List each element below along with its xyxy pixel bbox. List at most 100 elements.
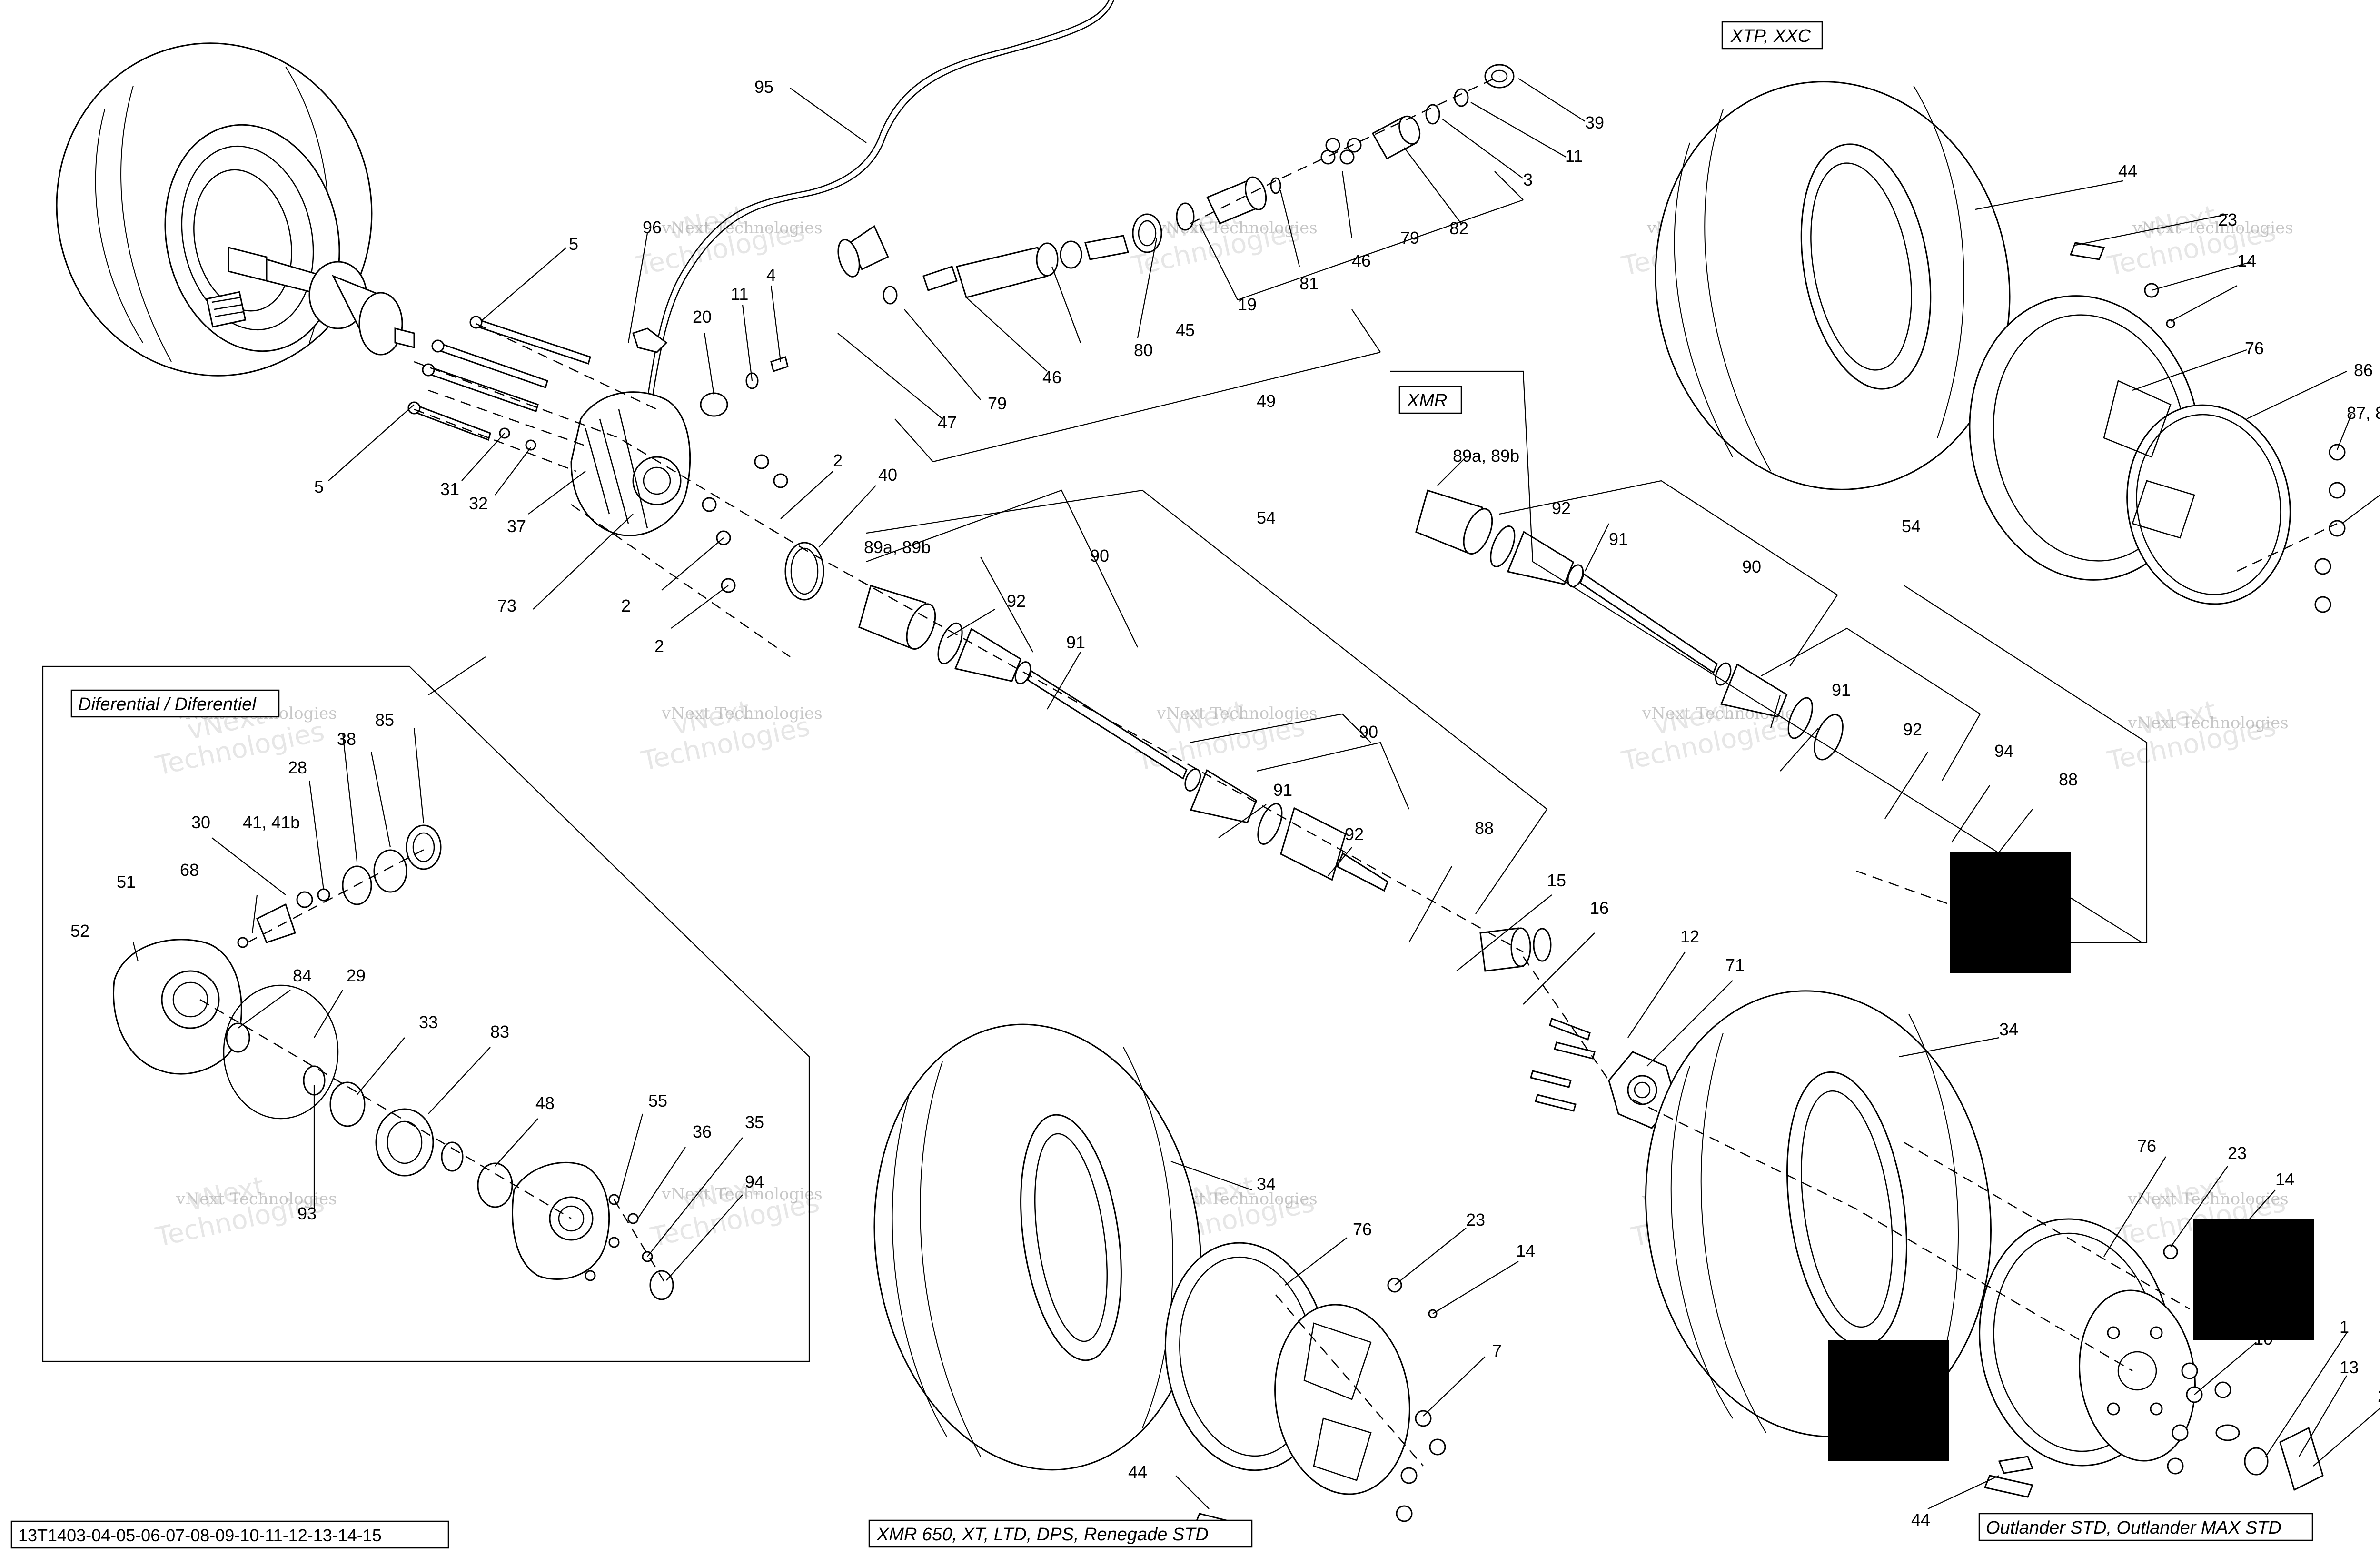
callout-label: 96 bbox=[643, 218, 662, 237]
svg-text:XMR: XMR bbox=[1407, 391, 1447, 411]
callout-label: 92 bbox=[1552, 498, 1571, 518]
callout-label: 28 bbox=[288, 758, 307, 777]
tire-top-left bbox=[56, 42, 373, 377]
callout-label: 92 bbox=[1007, 591, 1026, 611]
callout-label: 19 bbox=[1238, 295, 1257, 314]
callout-label: 32 bbox=[469, 494, 488, 513]
callout-label: 88 bbox=[1475, 818, 1494, 838]
callout-label: 29 bbox=[347, 966, 366, 985]
callout-label: 23 bbox=[2218, 210, 2237, 229]
callout-label: 87, 87b bbox=[2347, 403, 2380, 423]
tire-bottom-right bbox=[1645, 990, 1992, 1437]
callout-label: 39 bbox=[1585, 113, 1604, 132]
front-axle-left bbox=[228, 247, 415, 356]
callouts: 95 39 11 3 82 79 46 81 19 45 80 46 79 47… bbox=[70, 77, 2380, 1529]
callout-label: 35 bbox=[745, 1112, 764, 1132]
callout-label: 92 bbox=[1903, 720, 1922, 739]
wheel-xtp bbox=[1969, 242, 2346, 613]
callout-label: 38 bbox=[337, 729, 356, 749]
callout-label: 89a, 89b bbox=[1453, 446, 1519, 466]
section-label-differential: Diferential / Diferentiel bbox=[70, 689, 280, 718]
section-label-xmr650: XMR 650, XT, LTD, DPS, Renegade STD bbox=[868, 1519, 1253, 1548]
svg-text:Diferential / Diferentiel: Diferential / Diferentiel bbox=[78, 694, 257, 714]
watermark: vNext Technologies bbox=[1133, 694, 1308, 777]
callout-label: 90 bbox=[1090, 546, 1109, 565]
callout-label: 93 bbox=[298, 1204, 317, 1223]
hub-71 bbox=[1530, 1018, 1676, 1129]
group-brackets bbox=[866, 171, 2148, 943]
watermark-text: vNext Technologies bbox=[661, 1185, 823, 1204]
callout-label: 14 bbox=[2275, 1169, 2294, 1189]
watermark: vNext Technologies bbox=[1129, 199, 1303, 282]
tire-top-right bbox=[1655, 81, 2011, 490]
callout-label: 45 bbox=[1176, 320, 1195, 340]
callout-label: 71 bbox=[1726, 955, 1745, 975]
callout-label: 76 bbox=[2137, 1136, 2156, 1156]
front-driveshaft bbox=[646, 0, 1515, 400]
callout-label: 46 bbox=[1042, 367, 1061, 387]
callout-label: 95 bbox=[754, 77, 774, 97]
callout-label: 82 bbox=[1449, 218, 1468, 238]
callout-label: 91 bbox=[1609, 529, 1628, 549]
callout-label: 40 bbox=[878, 465, 897, 485]
callout-label: 3 bbox=[1523, 170, 1533, 189]
callout-label: 73 bbox=[497, 596, 516, 615]
callout-label: 79 bbox=[988, 394, 1007, 413]
differential-frame bbox=[42, 665, 810, 1362]
callout-label: 11 bbox=[731, 284, 748, 304]
watermark-text: vNext Technologies bbox=[2127, 714, 2289, 733]
callout-label: 13 bbox=[2340, 1358, 2359, 1377]
differential-housing bbox=[570, 391, 824, 601]
callout-label: 2 bbox=[654, 636, 664, 656]
differential-detail bbox=[113, 824, 674, 1300]
callout-label: 11 bbox=[1565, 146, 1583, 166]
section-label-outlander: Outlander STD, Outlander MAX STD bbox=[1978, 1513, 2313, 1541]
callout-label: 5 bbox=[569, 234, 578, 254]
callout-label: 76 bbox=[2245, 338, 2264, 358]
callout-label: 91 bbox=[1273, 780, 1292, 800]
callout-label: 94 bbox=[1994, 741, 2013, 761]
callout-label: 90 bbox=[1742, 557, 1761, 576]
callout-label: 20 bbox=[693, 307, 712, 327]
callout-label: 55 bbox=[648, 1091, 667, 1110]
callout-label: 31 bbox=[440, 479, 459, 499]
callout-label: 41, 41b bbox=[243, 813, 300, 832]
callout-label: 2 bbox=[621, 596, 631, 615]
callout-label: 46 bbox=[1352, 251, 1371, 270]
callout-label: 44 bbox=[1128, 1462, 1147, 1482]
callout-label: 79 bbox=[1400, 228, 1419, 248]
callout-label: 34 bbox=[1257, 1174, 1276, 1194]
tire-bottom-center bbox=[873, 1023, 1202, 1471]
callout-label: 10 bbox=[2254, 1329, 2273, 1348]
guide-lines bbox=[199, 75, 2338, 1467]
callout-label: 14 bbox=[2237, 251, 2256, 270]
callout-label: 44 bbox=[1911, 1510, 1930, 1529]
callout-label: 91 bbox=[1832, 680, 1851, 700]
svg-text:XTP, XXC: XTP, XXC bbox=[1730, 26, 1811, 46]
callout-label: 1 bbox=[2340, 1317, 2349, 1337]
section-label-xtp: XTP, XXC bbox=[1721, 21, 1823, 50]
callout-label: 14 bbox=[1516, 1241, 1535, 1260]
callout-label: 80 bbox=[1134, 340, 1153, 360]
callout-label: 4 bbox=[766, 265, 776, 285]
callout-label: 54 bbox=[1257, 508, 1276, 527]
callout-label: 89a, 89b bbox=[864, 537, 931, 557]
callout-label: 91 bbox=[1066, 633, 1085, 652]
watermark-text: vNext Technologies bbox=[661, 704, 823, 723]
watermark-text: vNext Technologies bbox=[2132, 218, 2293, 238]
callout-label: 7 bbox=[1492, 1341, 1502, 1360]
callout-label: 49 bbox=[1257, 391, 1276, 411]
right-half-shaft-xmr bbox=[1415, 489, 1844, 761]
callout-label: 30 bbox=[191, 813, 210, 832]
callout-label: 21 bbox=[2378, 1386, 2380, 1406]
redaction-blocks bbox=[1828, 852, 2314, 1461]
callout-label: 51 bbox=[117, 872, 136, 892]
watermark-text: vNext Technologies bbox=[176, 1189, 337, 1209]
diagram-code: 13T1403-04-05-06-07-08-09-10-11-12-13-14… bbox=[18, 1526, 382, 1545]
svg-text:XMR 650, XT, LTD, DPS, Renegad: XMR 650, XT, LTD, DPS, Renegade STD bbox=[876, 1525, 1209, 1545]
callout-label: 23 bbox=[2228, 1143, 2247, 1163]
callout-label: 94 bbox=[745, 1172, 764, 1191]
center-half-shaft bbox=[858, 585, 1552, 972]
callout-label: 54 bbox=[1902, 516, 1921, 536]
